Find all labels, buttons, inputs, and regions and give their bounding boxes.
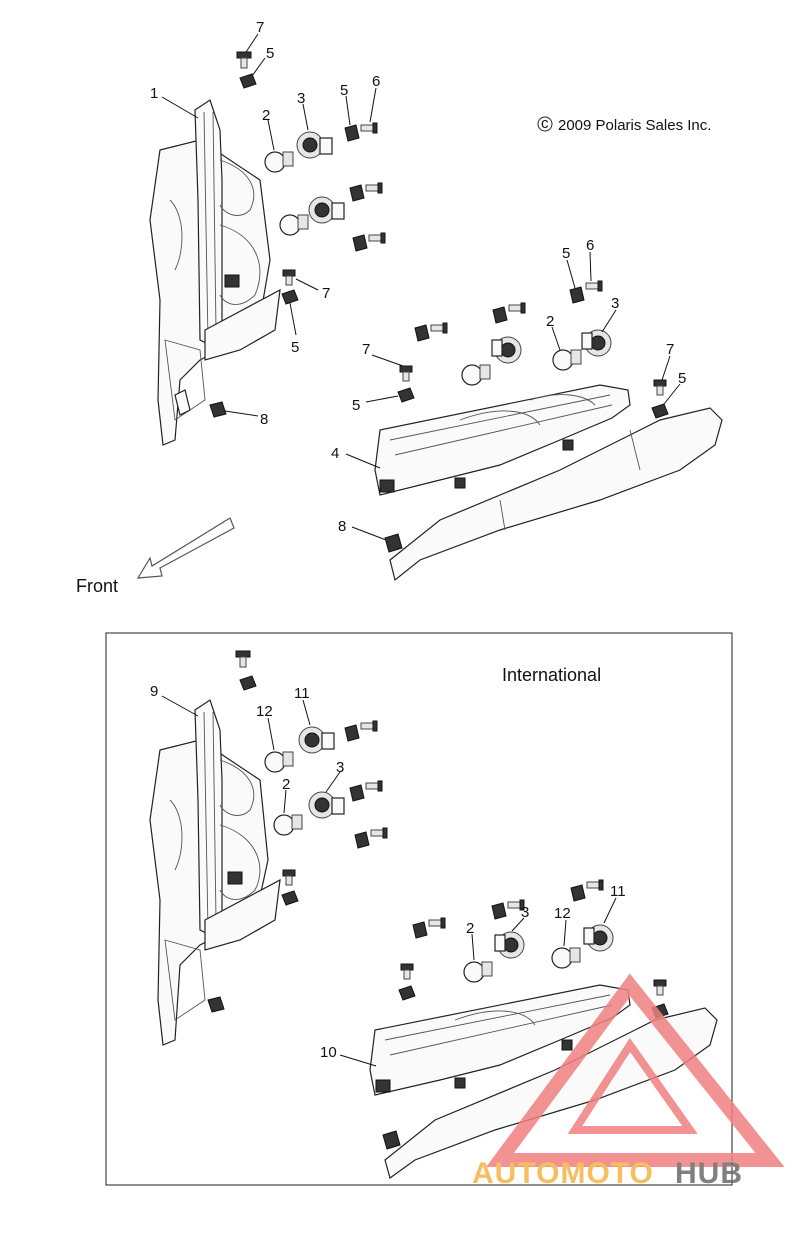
screw-icon: [399, 365, 413, 382]
headlight-left-top: [149, 99, 281, 446]
nut-icon: [209, 401, 227, 418]
leader-lines-bottom: [161, 695, 617, 1067]
callout-7: 7: [256, 19, 264, 36]
callout-2: 2: [466, 920, 474, 937]
leader-lines-top: [161, 33, 681, 541]
callout-3: 3: [611, 295, 619, 312]
copyright-text: 2009 Polaris Sales Inc.: [558, 117, 711, 134]
clip-icon: [344, 122, 378, 142]
callout-5: 5: [352, 397, 360, 414]
screw-icon: [235, 650, 251, 668]
nut-icon: [382, 1130, 401, 1150]
callout-3: 3: [297, 90, 305, 107]
callout-5: 5: [678, 370, 686, 387]
clip-icon: [281, 890, 299, 906]
nut-icon: [384, 533, 403, 553]
callout-12: 12: [554, 905, 571, 922]
socket-icon: [308, 196, 345, 224]
socket-icon: [491, 336, 522, 364]
callout-10: 10: [320, 1044, 337, 1061]
bulb-icon: [552, 349, 582, 371]
bulb-icon: [273, 814, 303, 836]
bulb-icon: [463, 961, 493, 983]
callout-5: 5: [291, 339, 299, 356]
copyright-notice: c 2009 Polaris Sales Inc.: [537, 115, 711, 134]
clip-icon: [397, 387, 415, 403]
international-box: [105, 632, 733, 1186]
callout-7: 7: [362, 341, 370, 358]
callout-7: 7: [666, 341, 674, 358]
clip-icon: [354, 827, 388, 849]
clip-icon: [281, 289, 299, 305]
bottom-fasteners: [207, 650, 388, 1013]
nut-icon: [207, 996, 225, 1013]
screw-icon: [653, 979, 667, 996]
clip-icon: [349, 780, 383, 802]
callout-11: 11: [610, 883, 626, 900]
callout-3: 3: [336, 759, 344, 776]
socket-icon: [581, 329, 612, 357]
headlight-left-bottom: [149, 699, 281, 1046]
section-label: International: [502, 665, 601, 685]
watermark-text-part2: HUB: [675, 1157, 743, 1190]
bulb-icon: [461, 364, 491, 386]
callout-8: 8: [338, 518, 346, 535]
clip-icon: [349, 182, 383, 202]
clip-icon: [352, 232, 386, 252]
callout-4: 4: [331, 445, 339, 462]
screw-icon: [282, 869, 296, 886]
callout-6: 6: [372, 73, 380, 90]
clip-icon: [344, 720, 378, 742]
callout-2: 2: [262, 107, 270, 124]
screw-icon: [400, 963, 414, 980]
clip-icon: [492, 302, 526, 324]
headlight-right-top: [374, 384, 723, 582]
bulb-icon: [279, 214, 309, 236]
copyright-symbol: c: [541, 115, 549, 132]
screw-icon: [282, 269, 296, 286]
screw-icon: [236, 51, 252, 69]
callout-2: 2: [282, 776, 290, 793]
callouts-top: 7 5 1 2 3 5 6 7 5 8 5 6 2 3 7 7 5 5 4 8: [150, 19, 686, 535]
clip-icon: [239, 73, 257, 89]
watermark-logo: AUTOMOTO HUB: [472, 973, 785, 1190]
side-fasteners-bottom: [382, 879, 669, 1150]
clip-icon: [570, 879, 604, 902]
callout-5: 5: [340, 82, 348, 99]
callout-1: 1: [150, 85, 158, 102]
callouts-bottom: 9 12 11 2 3 11 3 2 12 10: [150, 683, 626, 1061]
callout-6: 6: [586, 237, 594, 254]
callout-11: 11: [294, 685, 310, 702]
side-fasteners: [384, 280, 669, 553]
front-label: Front: [76, 576, 118, 596]
clip-icon: [569, 280, 603, 304]
bulb-icon: [264, 151, 294, 173]
socket-icon: [494, 931, 525, 959]
watermark-text-part1: AUTOMOTO: [472, 1157, 654, 1190]
clip-icon: [491, 899, 525, 920]
clip-icon: [651, 403, 669, 419]
callout-8: 8: [260, 411, 268, 428]
bulb-icon: [264, 751, 294, 773]
clip-icon: [398, 985, 416, 1001]
callout-5: 5: [562, 245, 570, 262]
callout-3: 3: [521, 904, 529, 921]
callout-7: 7: [322, 285, 330, 302]
callout-12: 12: [256, 703, 273, 720]
socket-icon: [298, 726, 335, 754]
socket-icon: [296, 131, 333, 159]
screw-icon: [653, 379, 667, 396]
callout-9: 9: [150, 683, 158, 700]
callout-5: 5: [266, 45, 274, 62]
bulb-icon: [551, 947, 581, 969]
clip-icon: [239, 675, 257, 691]
clip-icon: [414, 322, 448, 342]
front-arrow: Front: [76, 517, 235, 596]
socket-icon: [583, 924, 614, 952]
callout-2: 2: [546, 313, 554, 330]
top-fasteners: [209, 51, 386, 418]
socket-icon: [308, 791, 345, 819]
clip-icon: [412, 917, 446, 939]
